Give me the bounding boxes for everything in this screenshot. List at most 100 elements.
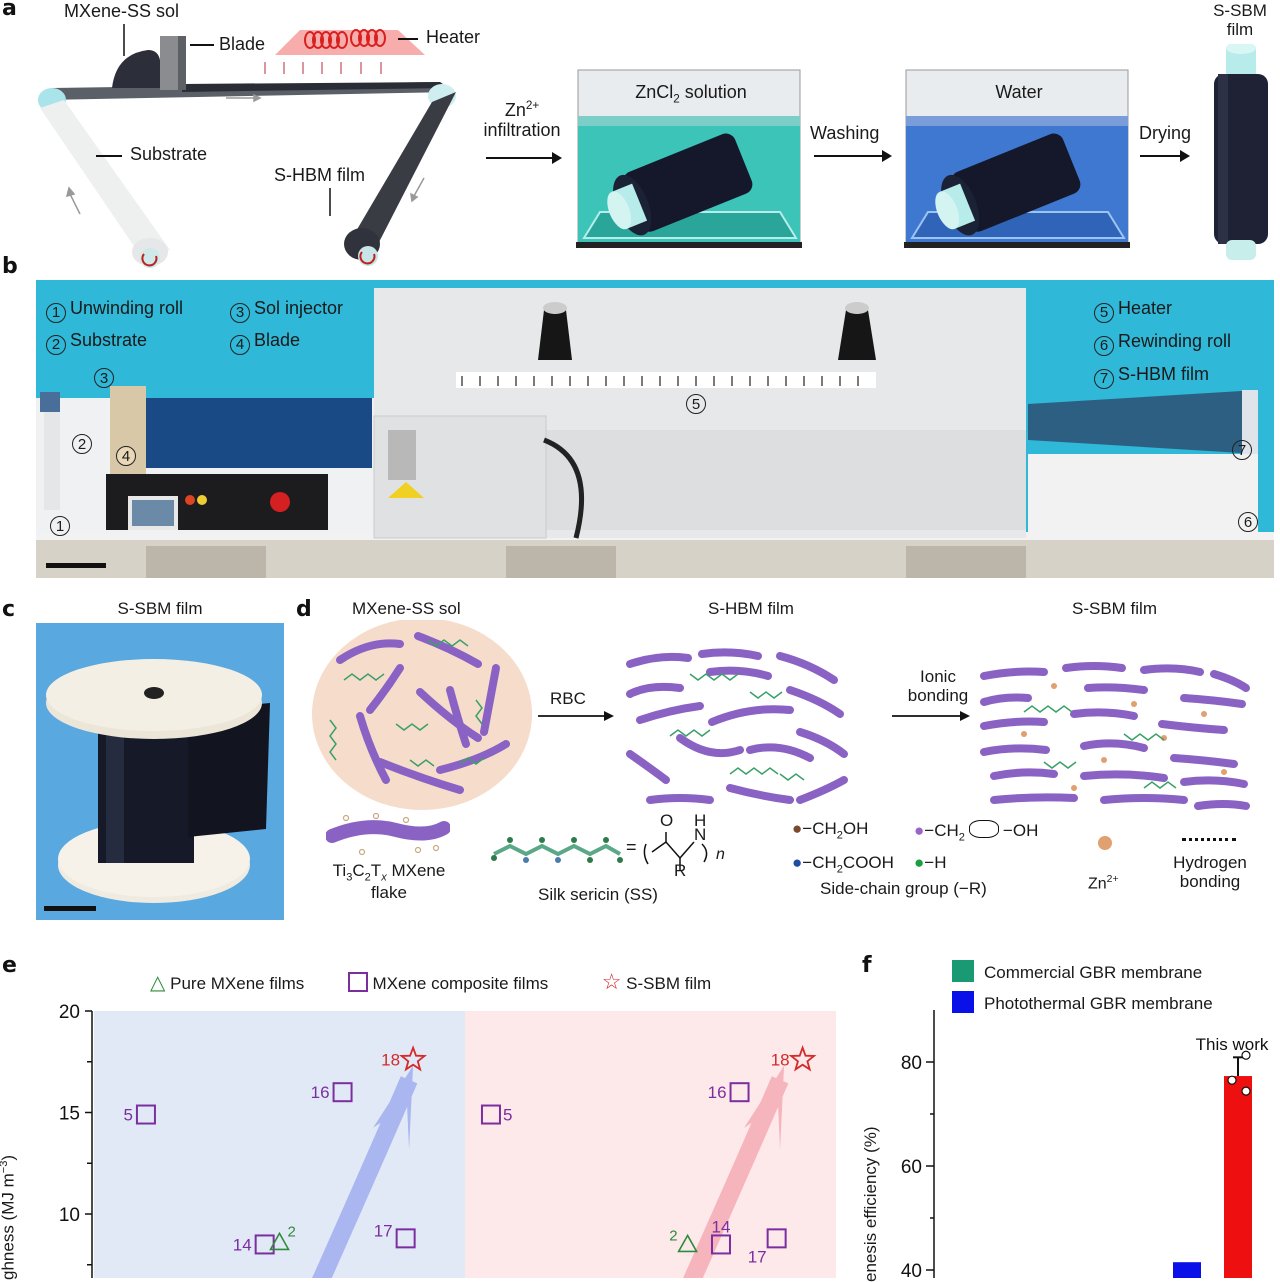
legend-label: Unwinding roll — [70, 298, 184, 318]
scale-bar — [44, 906, 96, 911]
structure-diagrams — [312, 620, 1250, 810]
point-label: 5 — [123, 1106, 132, 1125]
blade-label: Blade — [219, 34, 266, 54]
ss-h-atom: H — [694, 811, 707, 830]
heater-label: Heater — [426, 27, 481, 47]
star-marker — [788, 1045, 817, 1072]
drying-label: Drying — [1139, 123, 1192, 143]
zncl2-solution-label: ZnCl2 solution — [582, 82, 800, 106]
zn-ion-charge: 2+ — [525, 99, 540, 112]
point-label: 16 — [311, 1083, 330, 1102]
zn-infiltration-label: Zn2+ infiltration — [476, 99, 568, 141]
legend-swatch-photothermal — [952, 991, 974, 1013]
y-tick-label: 20 — [59, 1002, 80, 1023]
sol-flakes — [336, 632, 510, 794]
trend-arrow-head — [373, 1065, 414, 1150]
ssbm-zn — [1021, 683, 1227, 791]
ylabel-close: ) — [0, 1154, 18, 1161]
ss-o-atom: O — [660, 811, 674, 830]
bar-label: This work — [1196, 1035, 1269, 1054]
panel-label-c: c — [2, 597, 16, 622]
water-bath — [904, 69, 1130, 248]
sc-prefix: −H — [924, 853, 947, 872]
panel-label-b: b — [2, 254, 18, 279]
shbm-chains — [669, 673, 805, 781]
panel-label-e: e — [2, 953, 17, 978]
infiltration-text: infiltration — [483, 119, 561, 140]
point-label: 18 — [381, 1051, 400, 1070]
data-point-ref-5: 5 — [480, 1104, 512, 1125]
point-label: 2 — [288, 1223, 296, 1240]
shbm-film-title: S-HBM film — [708, 599, 794, 618]
region-right — [465, 1011, 836, 1278]
y-tick-label: 15 — [59, 1104, 80, 1125]
bar-rect — [1173, 1262, 1201, 1278]
legend-label: Commercial GBR membrane — [984, 963, 1203, 982]
pin-icon-purple: ● — [914, 821, 925, 840]
data-point-ref-14: 14 — [710, 1217, 731, 1255]
roll-to-roll-schematic — [38, 24, 456, 268]
infiltration-arrow — [486, 152, 562, 164]
y-tick-label: 60 — [901, 1157, 922, 1178]
photo-marker-6: 6 — [1238, 512, 1258, 532]
data-point-ref-5: 5 — [123, 1104, 156, 1125]
data-point-ref-16: 16 — [311, 1082, 353, 1103]
heat-arrows — [264, 62, 382, 74]
legend-label: S-HBM film — [1118, 364, 1209, 384]
ssbm-film-title: S-SBM film — [1072, 599, 1157, 618]
washing-arrow — [814, 150, 892, 162]
bar-this-work: This work — [1196, 1035, 1269, 1278]
ss-r-group: R — [674, 861, 687, 880]
marker-5: 5 — [1094, 302, 1114, 323]
square-marker — [135, 1104, 156, 1125]
washing-label: Washing — [810, 123, 880, 143]
chart-e-ylabel: ghness (MJ m−3) — [0, 1155, 18, 1280]
zncl2-prefix: ZnCl — [635, 82, 674, 102]
mxene-sol-dome — [112, 50, 160, 88]
photo-marker-2: 2 — [72, 434, 92, 454]
data-point-ref-18: 18 — [771, 1045, 817, 1072]
hbond-line2: bonding — [1179, 871, 1241, 891]
point-label: 2 — [669, 1227, 677, 1244]
chart-f-ylabel: enesis efficiency (%) — [861, 1126, 880, 1282]
zn-charge: 2+ — [1106, 874, 1119, 885]
zncl2-suffix: solution — [679, 82, 747, 102]
bar-photothermal — [1173, 1262, 1201, 1278]
photo-marker-1: 1 — [50, 516, 70, 536]
bar-rect — [1224, 1076, 1252, 1278]
point-label: 17 — [748, 1247, 767, 1266]
zn-text: Zn — [1088, 875, 1107, 893]
shbm-flakes — [626, 648, 848, 804]
ionic-line1: Ionic — [920, 667, 956, 686]
benzene-ring-icon — [968, 820, 999, 838]
point-label: 5 — [503, 1106, 512, 1125]
zn-ion-icon — [1098, 836, 1112, 850]
water-label: Water — [995, 82, 1043, 102]
peptide-structure — [643, 832, 708, 870]
point-label: 17 — [374, 1221, 393, 1240]
hbond-line1: Hydrogen — [1173, 853, 1247, 872]
legend-mxene-composite: MXene composite films — [372, 974, 549, 993]
legend-label: Substrate — [70, 330, 148, 350]
square-marker — [710, 1234, 731, 1255]
side-chain-h: ●−H — [914, 853, 947, 873]
marker-4: 4 — [230, 335, 250, 355]
square-marker — [729, 1082, 750, 1103]
trend-arrow-head — [744, 1065, 785, 1150]
sc-prefix: −CH — [924, 821, 959, 840]
ssbm-spool-photo — [36, 623, 284, 920]
ionic-line2: bonding — [907, 685, 969, 705]
legend-swatch-commercial — [952, 960, 974, 982]
panel-label-d: d — [296, 597, 312, 622]
marker-7: 7 — [1094, 368, 1114, 389]
legend-square-icon — [347, 972, 368, 992]
ss-n-subscript: n — [716, 846, 725, 863]
legend-pure-mxene: Pure MXene films — [170, 974, 305, 993]
panel-label-a: a — [2, 0, 17, 21]
